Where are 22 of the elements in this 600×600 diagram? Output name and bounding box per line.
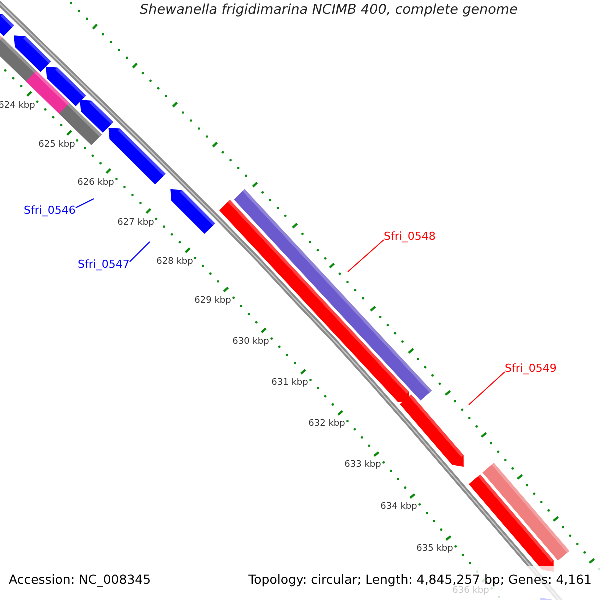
gene-label: Sfri_0546: [24, 205, 76, 218]
gene-label: Sfri_0549: [505, 363, 557, 376]
gene-label: Sfri_0548: [384, 231, 436, 244]
gene-label: Sfri_0547: [78, 259, 130, 272]
scale-label: 629 kbp: [194, 297, 232, 307]
scale-label: 634 kbp: [380, 503, 418, 513]
scale-label: 631 kbp: [272, 379, 308, 389]
leader-line: [129, 242, 150, 262]
footer-text: Accession: NC_008345: [9, 573, 152, 587]
footer-text: Topology: circular; Length: 4,845,257 bp; Genes: 4,161: [248, 573, 592, 587]
leader-line: [75, 198, 94, 208]
scale-label: 628 kbp: [156, 258, 194, 268]
scale-label: 635 kbp: [416, 545, 454, 555]
scale-label: 625 kbp: [38, 141, 76, 151]
scale-label: 630 kbp: [232, 338, 270, 348]
scale-label: 633 kbp: [344, 461, 382, 471]
scale-label: 627 kbp: [118, 219, 154, 229]
diagram-title: Shewanella frigidimarina NCIMB 400, complete genome: [139, 3, 519, 18]
scale-label: 632 kbp: [308, 420, 346, 430]
leader-line: [468, 372, 506, 406]
scale-label: 626 kbp: [78, 179, 114, 189]
leader-line: [348, 240, 384, 272]
